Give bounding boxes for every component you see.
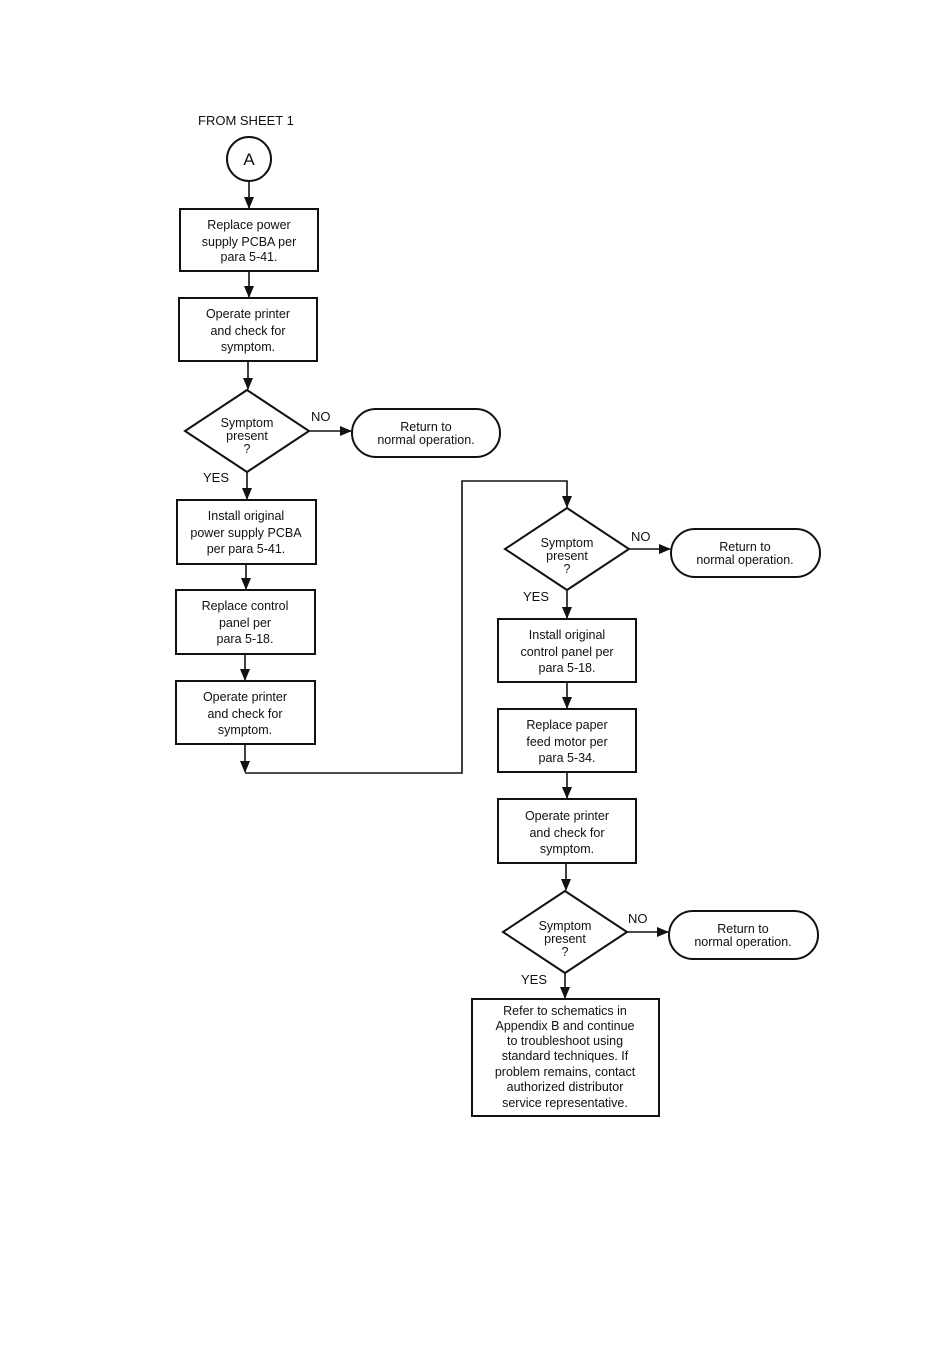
- step-text-line: Replace control: [202, 599, 289, 613]
- step-text-line: feed motor per: [526, 735, 607, 749]
- connector-label: A: [243, 150, 255, 169]
- no-label: NO: [628, 911, 648, 926]
- terminal-text-line: normal operation.: [377, 433, 474, 447]
- step-replace-control-panel: Replace control panel per para 5-18.: [175, 589, 316, 655]
- step-text-line: para 5-18.: [217, 632, 274, 646]
- decision-text-line: present: [544, 932, 586, 946]
- connector-a: A: [226, 136, 272, 182]
- step-text-line: Install original: [208, 509, 284, 523]
- step-text-line: and check for: [210, 324, 285, 338]
- final-text-line: authorized distributor: [507, 1080, 624, 1094]
- step-text-line: and check for: [529, 826, 604, 840]
- connector-path-to-col2: [245, 480, 572, 774]
- step-text-line: Replace paper: [526, 718, 607, 732]
- step-text-line: per para 5-41.: [207, 542, 286, 556]
- decision-text-line: present: [226, 429, 268, 443]
- yes-label: YES: [521, 972, 547, 987]
- yes-label: YES: [523, 589, 549, 604]
- step-text-line: para 5-34.: [539, 751, 596, 765]
- decision-text-line: ?: [562, 945, 569, 959]
- step-text-line: Replace power: [207, 218, 290, 232]
- step-operate-printer-3: Operate printer and check for symptom.: [497, 798, 637, 864]
- no-label: NO: [631, 529, 651, 544]
- no-label: NO: [311, 409, 331, 424]
- final-text-line: Refer to schematics in: [503, 1004, 627, 1018]
- step-text-line: symptom.: [221, 340, 275, 354]
- step-text-line: Install original: [529, 628, 605, 642]
- step-refer-to-schematics: Refer to schematics in Appendix B and co…: [471, 998, 660, 1117]
- terminal-text-line: Return to: [719, 540, 770, 554]
- terminal-text-line: normal operation.: [694, 935, 791, 949]
- yes-label: YES: [203, 470, 229, 485]
- decision-symptom-present-1: Symptom present ?: [183, 388, 311, 474]
- decision-text-line: Symptom: [541, 536, 594, 550]
- final-text-line: service representative.: [502, 1096, 628, 1110]
- from-sheet-label: FROM SHEET 1: [198, 113, 294, 128]
- decision-symptom-present-3: Symptom present ?: [501, 889, 629, 975]
- decision-text-line: ?: [244, 442, 251, 456]
- step-text-line: control panel per: [520, 645, 613, 659]
- final-text-line: Appendix B and continue: [496, 1019, 635, 1033]
- step-text-line: supply PCBA per: [202, 235, 297, 249]
- decision-text-line: present: [546, 549, 588, 563]
- decision-text-line: Symptom: [221, 416, 274, 430]
- step-text-line: symptom.: [540, 842, 594, 856]
- terminal-text-line: normal operation.: [696, 553, 793, 567]
- terminal-return-normal-1: Return to normal operation.: [351, 408, 501, 458]
- step-install-original-control-panel: Install original control panel per para …: [497, 618, 637, 683]
- final-text-line: to troubleshoot using: [507, 1034, 623, 1048]
- step-operate-printer-1: Operate printer and check for symptom.: [178, 297, 318, 362]
- terminal-text-line: Return to: [400, 420, 451, 434]
- step-text-line: para 5-41.: [221, 250, 278, 264]
- decision-symptom-present-2: Symptom present ?: [503, 506, 631, 592]
- step-text-line: Operate printer: [525, 809, 609, 823]
- terminal-return-normal-3: Return to normal operation.: [668, 910, 819, 960]
- step-text-line: para 5-18.: [539, 661, 596, 675]
- step-text-line: power supply PCBA: [190, 526, 302, 540]
- step-text-line: panel per: [219, 616, 271, 630]
- step-text-line: Operate printer: [206, 307, 290, 321]
- step-replace-paper-feed-motor: Replace paper feed motor per para 5-34.: [497, 708, 637, 773]
- decision-text-line: Symptom: [539, 919, 592, 933]
- step-text-line: Operate printer: [203, 690, 287, 704]
- decision-text-line: ?: [564, 562, 571, 576]
- step-replace-power-supply: Replace power supply PCBA per para 5-41.: [179, 208, 319, 272]
- step-text-line: symptom.: [218, 723, 272, 737]
- step-text-line: and check for: [207, 707, 282, 721]
- step-operate-printer-2: Operate printer and check for symptom.: [175, 680, 316, 745]
- step-install-original-power-supply: Install original power supply PCBA per p…: [176, 499, 317, 565]
- terminal-text-line: Return to: [717, 922, 768, 936]
- terminal-return-normal-2: Return to normal operation.: [670, 528, 821, 578]
- final-text-line: standard techniques. If: [502, 1049, 629, 1063]
- final-text-line: problem remains, contact: [495, 1065, 636, 1079]
